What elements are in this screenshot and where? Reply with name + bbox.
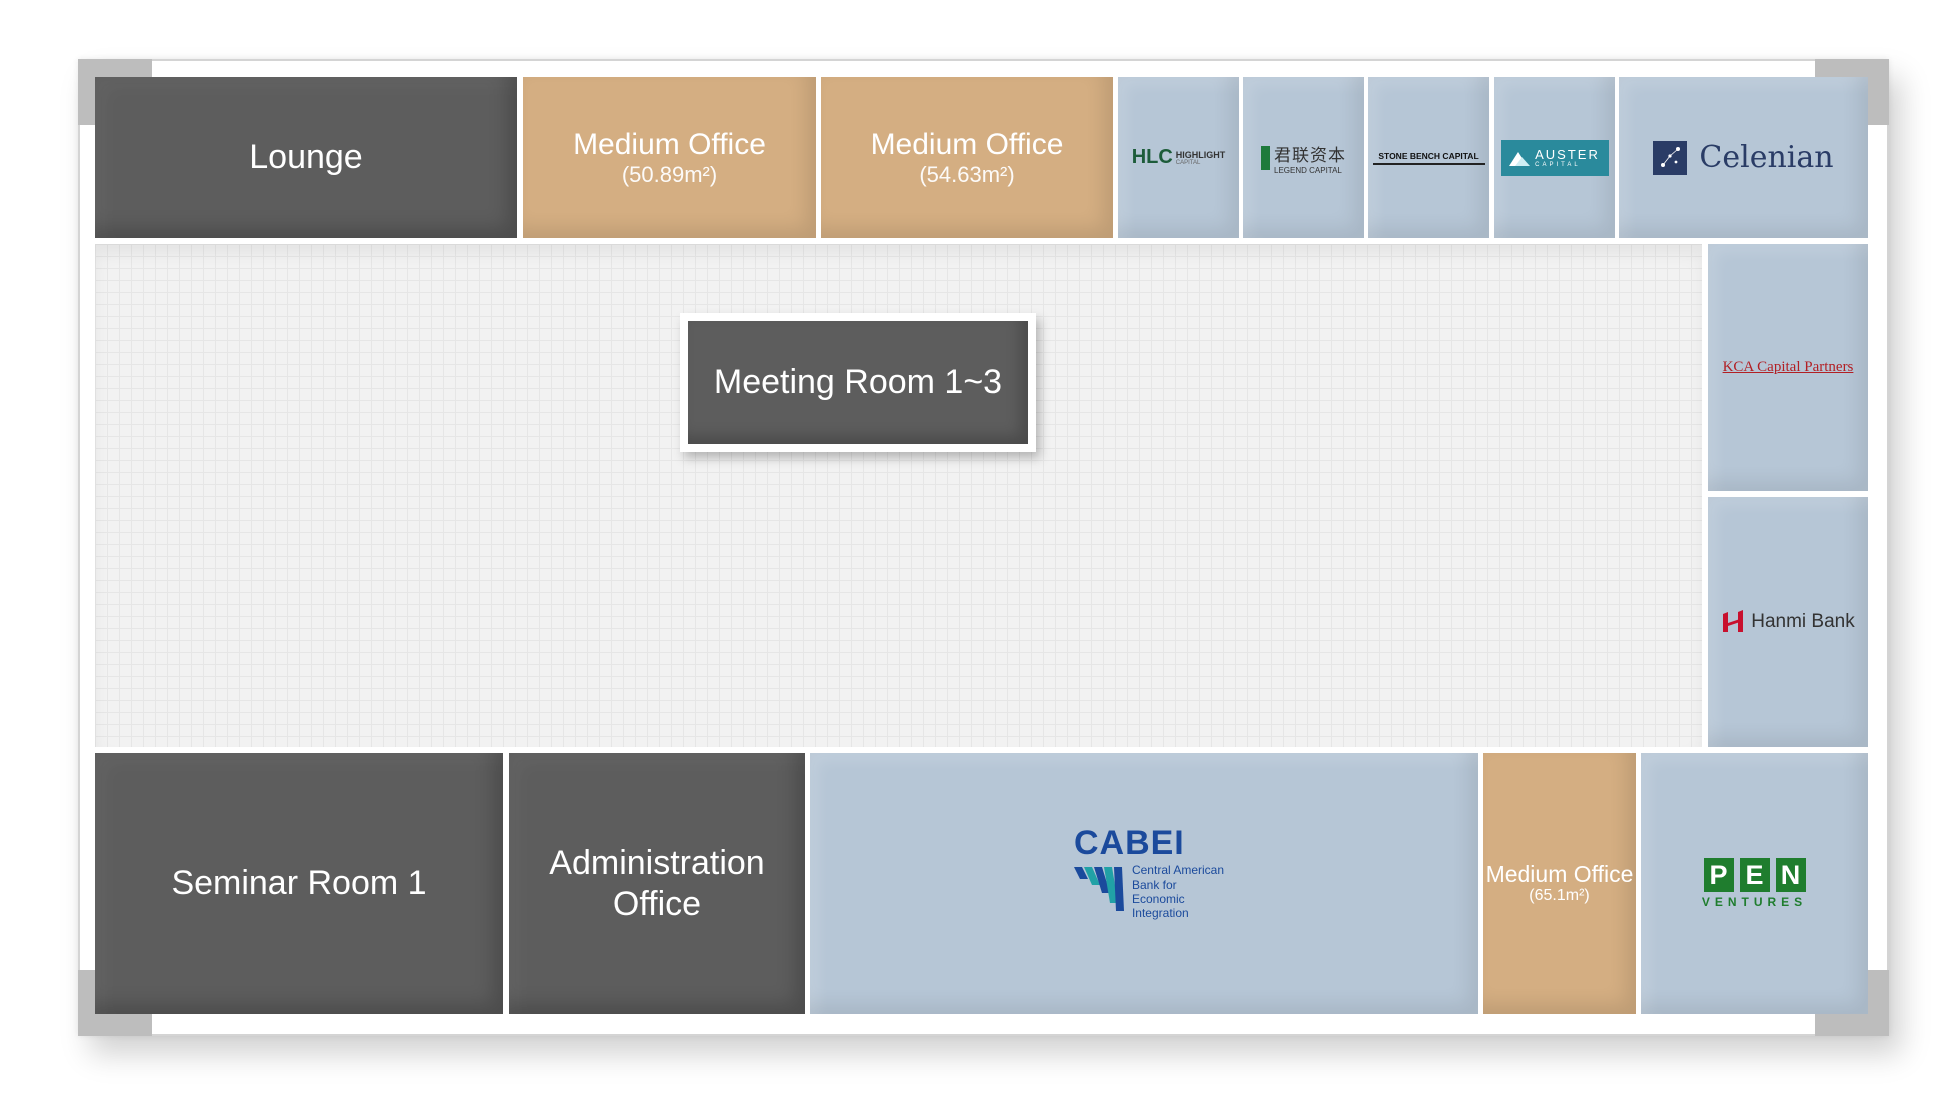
room-title: Medium Office [573,128,766,162]
room-tenant-hlc[interactable]: HLC HIGHLIGHT CAPITAL [1118,77,1239,238]
celenian-name: Celenian [1699,140,1834,175]
room-lounge[interactable]: Lounge [95,77,517,238]
room-title: Medium Office [870,128,1064,162]
room-seminar-label: Seminar Room 1 [171,864,427,903]
room-tenant-celenian[interactable]: Celenian [1619,77,1868,238]
room-medium-office-1[interactable]: Medium Office (50.89m²) [523,77,816,238]
cabei-line-3: Economic [1131,892,1185,906]
hanmi-logo: Hanmi Bank [1721,610,1855,634]
room-administration-office[interactable]: Administration Office [509,753,805,1014]
room-tenant-kca[interactable]: KCA Capital Partners [1708,244,1868,491]
stone-bench-name: STONE BENCH CAPITAL [1378,150,1479,161]
room-title: Medium Office [1485,860,1634,887]
pen-ventures-logo: P E N VENTURES [1702,858,1807,909]
cabei-logo: CABEI Central American Bank for Economic… [1073,824,1225,921]
hlc-name-bottom: CAPITAL [1175,159,1201,166]
meeting-room-label: Meeting Room 1~3 [713,363,1003,401]
room-medium-office-3[interactable]: Medium Office (65.1m²) [1483,753,1636,1014]
pen-letter-e: E [1739,858,1770,892]
room-medium-office-2[interactable]: Medium Office (54.63m²) [821,77,1113,238]
hlc-logo: HLC HIGHLIGHT CAPITAL [1132,146,1226,169]
admin-line-1: Administration [549,843,765,882]
room-meeting-rooms[interactable]: Meeting Room 1~3 [680,313,1036,452]
admin-line-2: Office [612,884,702,923]
legend-icon [1261,145,1270,170]
kca-name: KCA Capital Partners [1722,359,1854,375]
cabei-name: CABEI [1073,824,1185,863]
celenian-logo: Celenian [1653,140,1834,175]
stone-bench-logo: STONE BENCH CAPITAL [1372,150,1485,165]
stone-bench-underline [1372,162,1485,165]
room-lounge-label: Lounge [249,138,363,177]
room-area: (54.63m²) [919,161,1015,187]
celenian-constellation-icon [1653,140,1688,175]
hlc-mark: HLC [1131,146,1173,168]
room-tenant-legend-capital[interactable]: 君联资本 LEGEND CAPITAL [1243,77,1364,238]
room-area: (50.89m²) [621,161,718,187]
hlc-name-top: HIGHLIGHT [1175,149,1226,160]
room-tenant-cabei[interactable]: CABEI Central American Bank for Economic… [810,753,1478,1014]
auster-name: AUSTER [1535,147,1600,162]
room-tenant-stone-bench[interactable]: STONE BENCH CAPITAL [1368,77,1489,238]
room-tenant-auster[interactable]: AUSTER CAPITAL [1494,77,1615,238]
legend-cn-name: 君联资本 [1274,145,1346,166]
auster-logo: AUSTER CAPITAL [1500,139,1609,176]
meeting-room-body: Meeting Room 1~3 [688,321,1028,444]
pen-sub: VENTURES [1701,895,1808,909]
cabei-line-2: Bank for [1131,877,1177,892]
auster-sub: CAPITAL [1535,162,1581,168]
cabei-line-1: Central American [1131,863,1225,878]
room-tenant-hanmi[interactable]: Hanmi Bank [1708,497,1868,747]
room-seminar-1[interactable]: Seminar Room 1 [95,753,503,1014]
legend-en-name: LEGEND CAPITAL [1274,165,1342,175]
legend-capital-logo: 君联资本 LEGEND CAPITAL [1261,141,1346,175]
hanmi-name: Hanmi Bank [1751,611,1855,632]
room-area: (65.1m²) [1529,887,1590,905]
auster-mountain-icon [1509,151,1531,166]
cabei-line-4: Integration [1131,906,1189,921]
cabei-stripes-icon [1073,867,1124,912]
hanmi-h-icon [1723,610,1744,632]
pen-letter-p: P [1703,858,1734,892]
pen-letter-n: N [1775,858,1806,892]
room-tenant-pen-ventures[interactable]: P E N VENTURES [1641,753,1868,1014]
